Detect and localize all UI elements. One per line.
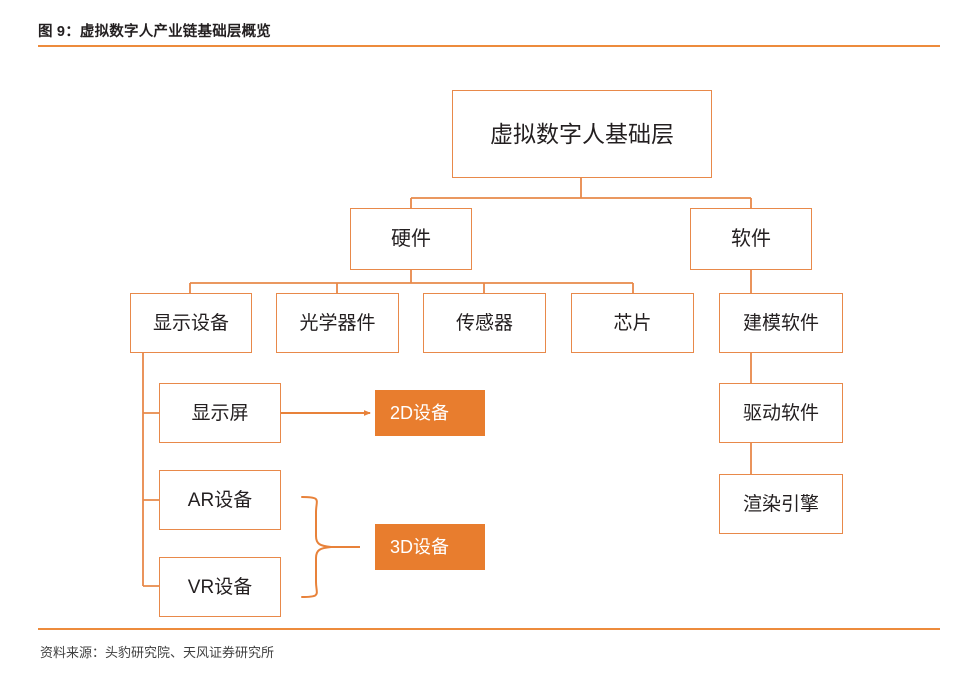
node-root-label: 虚拟数字人基础层 — [490, 120, 674, 147]
node-software[interactable]: 软件 — [690, 208, 812, 270]
node-vr-device[interactable]: VR设备 — [159, 557, 281, 617]
node-3d-device[interactable]: 3D设备 — [375, 524, 485, 570]
node-driving-software[interactable]: 驱动软件 — [719, 383, 843, 443]
node-optical-component-label: 光学器件 — [299, 312, 376, 334]
node-ar-device-label: AR设备 — [187, 489, 253, 511]
node-driving-software-label: 驱动软件 — [742, 402, 819, 424]
node-modeling-software-label: 建模软件 — [742, 312, 819, 334]
node-render-engine[interactable]: 渲染引擎 — [719, 474, 843, 534]
node-hardware[interactable]: 硬件 — [350, 208, 472, 270]
header-divider — [38, 45, 940, 47]
node-display-device-label: 显示设备 — [152, 312, 229, 334]
edge-display-bus — [142, 353, 159, 587]
node-chip[interactable]: 芯片 — [571, 293, 694, 353]
edge-root-bus — [410, 178, 752, 208]
node-screen[interactable]: 显示屏 — [159, 383, 281, 443]
node-vr-device-label: VR设备 — [187, 576, 253, 598]
node-ar-device[interactable]: AR设备 — [159, 470, 281, 530]
node-screen-label: 显示屏 — [191, 402, 249, 424]
node-modeling-software[interactable]: 建模软件 — [719, 293, 843, 353]
node-root[interactable]: 虚拟数字人基础层 — [452, 90, 712, 178]
node-2d-device-label: 2D设备 — [390, 403, 450, 423]
figure-header: 图 9：虚拟数字人产业链基础层概览 — [38, 0, 940, 50]
node-render-engine-label: 渲染引擎 — [742, 493, 819, 515]
footer-divider — [38, 628, 940, 630]
node-sensor[interactable]: 传感器 — [423, 293, 546, 353]
node-display-device[interactable]: 显示设备 — [130, 293, 252, 353]
page-title: 图 9：虚拟数字人产业链基础层概览 — [38, 24, 271, 40]
node-2d-device[interactable]: 2D设备 — [375, 390, 485, 436]
source-note: 资料来源：头豹研究院、天风证券研究所 — [40, 645, 275, 660]
node-sensor-label: 传感器 — [455, 312, 513, 334]
node-software-label: 软件 — [731, 228, 771, 250]
node-hardware-label: 硬件 — [391, 228, 431, 250]
node-3d-device-label: 3D设备 — [390, 537, 450, 557]
brace-ar-vr — [301, 496, 332, 598]
node-optical-component[interactable]: 光学器件 — [276, 293, 399, 353]
node-chip-label: 芯片 — [613, 312, 652, 334]
edge-hardware-bus — [189, 270, 634, 293]
